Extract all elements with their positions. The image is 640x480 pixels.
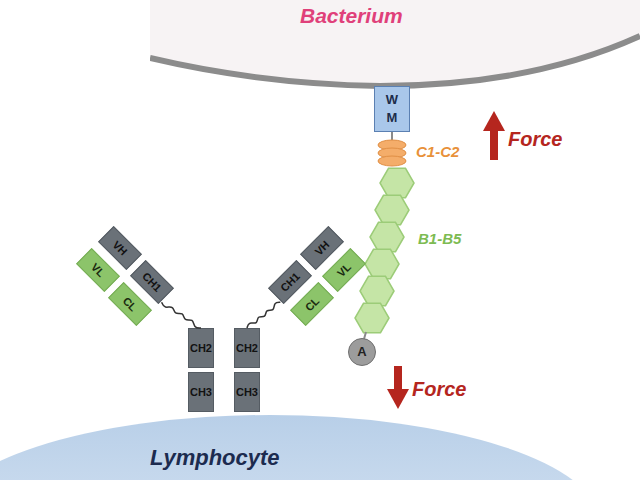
heavy-chain-constant: CH2 xyxy=(234,328,260,368)
cell-name: Bacterium xyxy=(300,4,403,27)
domain-group-label: C1-C2 xyxy=(416,143,459,160)
domain-label: VL xyxy=(335,261,353,279)
domain-label: CH2 xyxy=(190,342,212,354)
domain-label: CH3 xyxy=(236,386,258,398)
domain-label: A xyxy=(357,345,366,359)
lymphocyte-cell: Lymphocyte xyxy=(0,398,600,480)
a-domain: A xyxy=(348,338,376,366)
hinge-connector xyxy=(162,302,201,328)
force-label: Force xyxy=(412,378,466,401)
domain-label: VH xyxy=(312,238,331,257)
domain-label: CH2 xyxy=(236,342,258,354)
b-domains xyxy=(355,168,414,332)
domain-label: CL xyxy=(303,295,322,314)
domain-group-label: B1-B5 xyxy=(418,230,461,247)
wm-domain: W M xyxy=(374,86,410,132)
heavy-chain-constant: CH3 xyxy=(234,372,260,412)
force-arrow xyxy=(483,111,505,160)
domain-label: CH1 xyxy=(278,270,302,294)
b-domain xyxy=(365,249,399,278)
domain-label: CL xyxy=(121,295,140,314)
cell-name: Lymphocyte xyxy=(150,446,280,470)
b-domain xyxy=(375,195,409,224)
c-domain xyxy=(378,156,406,166)
force-arrow xyxy=(387,366,409,409)
domain-label: CH1 xyxy=(140,270,164,294)
heavy-chain-constant: CH2 xyxy=(188,328,214,368)
domain-label: W M xyxy=(385,91,399,127)
heavy-chain-constant: CH3 xyxy=(188,372,214,412)
hinge-connector xyxy=(247,302,280,328)
domain-label: CH3 xyxy=(190,386,212,398)
force-label: Force xyxy=(508,128,562,151)
domain-label: VL xyxy=(89,261,107,279)
b-domain xyxy=(355,303,389,332)
domain-label: VH xyxy=(110,238,129,257)
b-domain xyxy=(380,168,414,197)
b-domain xyxy=(370,222,404,251)
b-domain xyxy=(360,276,394,305)
lymphocyte-cell-outline xyxy=(0,398,600,480)
